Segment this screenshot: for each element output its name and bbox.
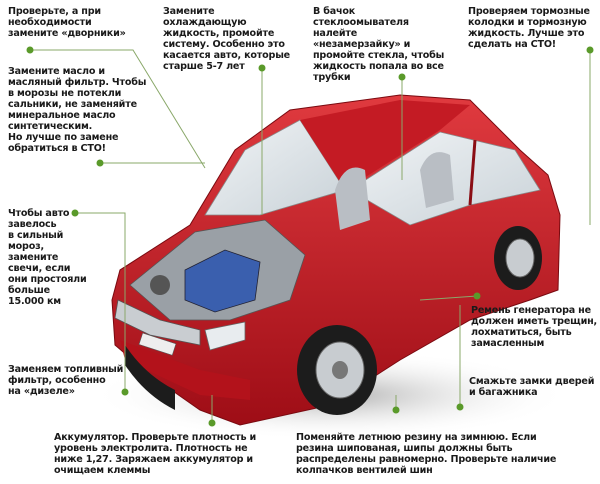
roof: [300, 100, 470, 190]
note-oil: Замените масло и масляный фильтр. Чтобы …: [8, 66, 147, 154]
front-bumper: [120, 340, 250, 400]
note-battery: Аккумулятор. Проверьте плотность и урове…: [54, 432, 256, 476]
rear-wheel: [494, 226, 542, 290]
license-plate: [138, 332, 177, 356]
front-wheel: [297, 325, 377, 415]
battery: [150, 275, 170, 295]
front-grille: [114, 299, 201, 346]
callout-lines: [30, 49, 591, 423]
front-seat: [335, 167, 370, 230]
headlight: [204, 321, 246, 351]
callout-dots: [26, 46, 594, 427]
note-washer-fluid: В бачок стеклоомывателя налейте «незамер…: [313, 6, 445, 83]
note-locks: Смажьте замки дверей и багажника: [469, 376, 595, 398]
note-tires: Поменяйте летнюю резину на зимнюю. Если …: [296, 432, 557, 476]
note-brakes: Проверяем тормозные колодки и тормозную …: [468, 6, 590, 50]
front-left-wheel: [125, 345, 175, 410]
note-coolant: Замените охлаждающую жидкость, промойте …: [163, 6, 290, 72]
rear-seat: [420, 152, 454, 208]
note-alternator-belt: Ремень генератора не должен иметь трещин…: [471, 305, 597, 349]
note-fuel-filter: Заменяем топливный фильтр, особенно на «…: [8, 364, 124, 397]
note-wipers: Проверьте, а при необходимости замените …: [8, 6, 126, 39]
engine: [184, 249, 261, 313]
note-spark-plugs: Чтобы авто завелось в сильный мороз, зам…: [8, 208, 87, 307]
